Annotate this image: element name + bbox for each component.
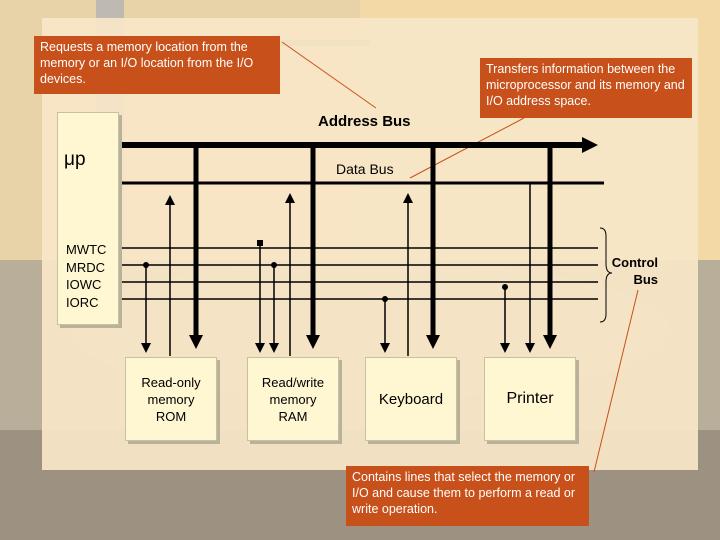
printer-iowc-junction bbox=[502, 284, 508, 290]
signal-mrdc: MRDC bbox=[66, 259, 105, 275]
microprocessor-box: μp MWTC MRDC IOWC IORC bbox=[57, 112, 119, 325]
callout-requests-pointer bbox=[281, 41, 377, 109]
signal-iowc: IOWC bbox=[66, 277, 102, 292]
ram-box: Read/write memory RAM bbox=[247, 357, 339, 441]
signal-mwtc: MWTC bbox=[66, 242, 107, 257]
ram-mwtc-junction bbox=[257, 240, 263, 246]
printer-label: Printer bbox=[506, 390, 554, 407]
microprocessor-label: μp bbox=[64, 149, 86, 170]
control-bus-label-line2: Bus bbox=[633, 272, 658, 287]
keyboard-iorc-junction bbox=[382, 296, 388, 302]
keyboard-box: Keyboard bbox=[365, 357, 457, 441]
control-bus-label: Control Bus bbox=[606, 254, 658, 288]
control-bus-label-line1: Control bbox=[611, 255, 658, 270]
callout-address-bus-description: Requests a memory location from the memo… bbox=[34, 36, 280, 94]
printer-box: Printer bbox=[484, 357, 576, 441]
rom-box: Read-only memory ROM bbox=[125, 357, 217, 441]
rom-mrdc-junction bbox=[143, 262, 149, 268]
ram-label-line1: Read/write bbox=[261, 374, 325, 390]
signal-iorc: IORC bbox=[66, 294, 99, 310]
address-bus-label: Address Bus bbox=[318, 113, 411, 130]
callout-data-bus-description: Transfers information between the microp… bbox=[480, 58, 692, 118]
callout-control-bus-description: Contains lines that select the memory or… bbox=[346, 466, 589, 526]
control-bus-brace bbox=[599, 227, 613, 323]
rom-label-line3: ROM bbox=[155, 408, 187, 424]
rom-label-line1: Read-only bbox=[141, 374, 201, 390]
ram-label-line3: RAM bbox=[278, 408, 308, 424]
keyboard-label: Keyboard bbox=[378, 390, 444, 408]
control-signal-list: MWTC MRDC IOWC IORC bbox=[66, 241, 106, 311]
rom-label-line2: memory bbox=[147, 391, 195, 407]
callout-contains-pointer bbox=[593, 289, 639, 473]
data-bus-label: Data Bus bbox=[336, 161, 394, 177]
ram-mrdc-junction bbox=[271, 262, 277, 268]
ram-label-line2: memory bbox=[269, 391, 317, 407]
